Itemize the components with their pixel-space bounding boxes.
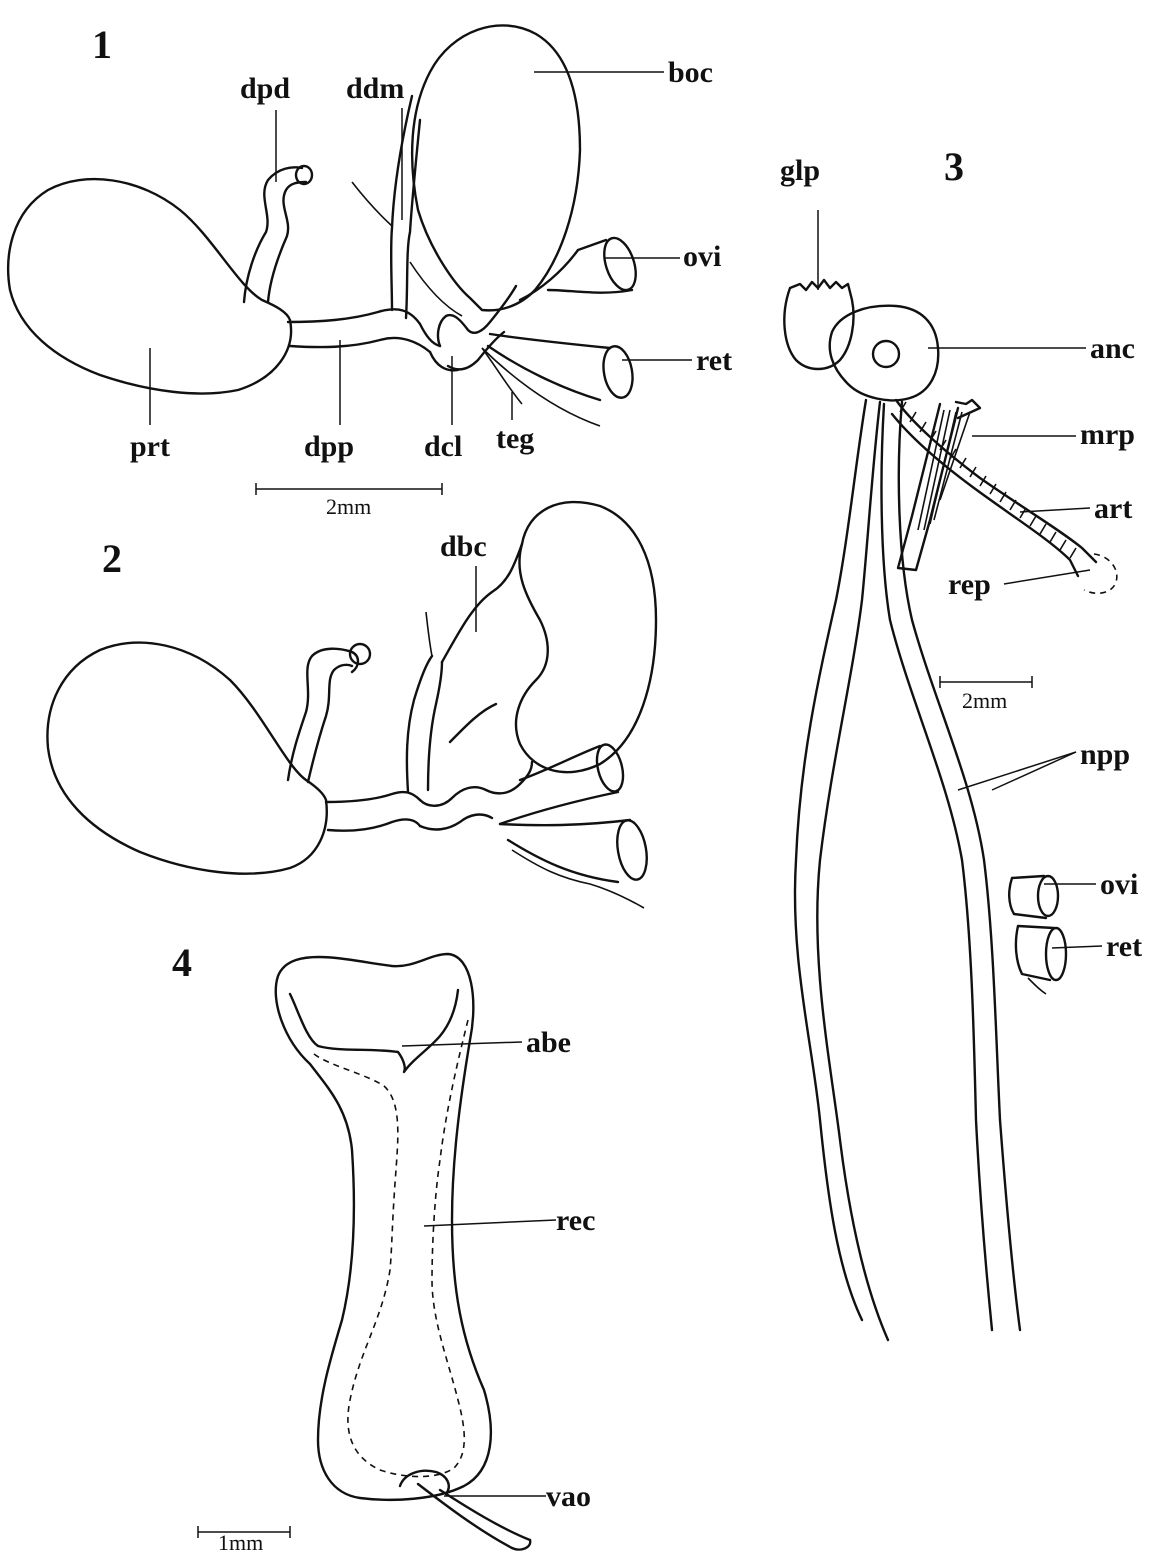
ddm-duct [391, 96, 420, 318]
scale-label-fig4: 1mm [218, 1530, 263, 1552]
label-dcl: dcl [424, 430, 462, 463]
label-ret: ret [696, 344, 732, 377]
fig2-rectum-opening [613, 818, 651, 882]
retractor-muscle-top [956, 400, 980, 418]
figure-number-1: 1 [92, 22, 112, 67]
penis-tube-middle [817, 402, 888, 1340]
glans-penis-shape [784, 280, 853, 369]
label-dpp: dpp [304, 430, 354, 463]
leader-art [1020, 508, 1090, 512]
oviduct-opening [598, 234, 641, 294]
label-mrp: mrp [1080, 418, 1135, 451]
label-anc: anc [1090, 332, 1135, 365]
fig2-tegument [512, 850, 644, 908]
scale-label-fig3: 2mm [962, 688, 1007, 713]
label-dbc: dbc [440, 530, 487, 563]
label-boc: boc [668, 56, 713, 89]
penis-tube-inner-left [882, 404, 992, 1330]
leader-npp-2 [992, 752, 1076, 790]
label-ddm: ddm [346, 72, 404, 105]
fig2-ddm-fiber [426, 612, 432, 656]
rectum-opening [600, 344, 637, 400]
figure-4: 4 abe rec vao 1mm [172, 940, 595, 1552]
retractor-stump [1084, 554, 1117, 593]
label-npp: npp [1080, 738, 1130, 771]
tegument-line [482, 348, 600, 426]
figure-3: 3 [780, 144, 1142, 1340]
label-prt: prt [130, 430, 170, 463]
fig2-prostate-shape [47, 643, 326, 874]
label-glp: glp [780, 154, 820, 187]
rectum-tube [488, 334, 610, 400]
label-ovi-3: ovi [1100, 868, 1138, 901]
fig2-duct-opening [350, 644, 370, 664]
penis-tube-outer [795, 400, 866, 1320]
fig2-prostatic-duct [326, 792, 420, 831]
fig2-ddm-duct [407, 656, 442, 792]
fig3-rectum-opening [1046, 928, 1066, 980]
vas-deferens-tube [418, 1484, 530, 1548]
fig2-bursa-shape [516, 502, 656, 772]
label-rec: rec [556, 1204, 595, 1237]
fig3-oviduct-opening [1038, 876, 1058, 916]
leader-rec [424, 1220, 556, 1226]
label-art: art [1094, 492, 1132, 525]
figure-number-3: 3 [944, 144, 964, 189]
figure-2: 2 dbc [47, 502, 656, 908]
prostatic-duct [288, 309, 440, 352]
label-ret-3: ret [1106, 930, 1142, 963]
vas-tube-end [512, 1540, 530, 1550]
leader-ret-3 [1052, 946, 1102, 948]
leader-rep [1004, 570, 1090, 584]
muscle-hatching [918, 410, 970, 530]
bursa-copulatrix-shape [412, 25, 580, 310]
label-vao: vao [546, 1480, 591, 1513]
fig2-rectum [500, 820, 630, 882]
inner-lumen [314, 1020, 468, 1477]
ddm-fiber [352, 182, 392, 226]
figure-1: 1 dpd [8, 22, 732, 519]
figure-number-4: 4 [172, 940, 192, 985]
distal-prostatic-duct [244, 167, 306, 302]
figure-number-2: 2 [102, 536, 122, 581]
fig3-tegument [1028, 978, 1046, 994]
label-dpd: dpd [240, 72, 290, 105]
leader-npp-1 [958, 752, 1076, 790]
label-teg: teg [496, 422, 534, 455]
oviduct-tube [520, 240, 632, 300]
penis-tube-inner-right [899, 402, 1020, 1330]
label-abe: abe [526, 1026, 571, 1059]
penial-opening [873, 341, 899, 367]
ddm-fiber-2 [410, 262, 462, 316]
fig2-bursa-duct [442, 544, 522, 742]
label-rep: rep [948, 568, 991, 601]
scale-label-fig1: 2mm [326, 494, 371, 519]
fig2-distal-duct [288, 649, 358, 782]
label-ovi: ovi [683, 240, 721, 273]
fig2-oviduct-opening [593, 742, 628, 794]
inner-fold [290, 990, 458, 1072]
